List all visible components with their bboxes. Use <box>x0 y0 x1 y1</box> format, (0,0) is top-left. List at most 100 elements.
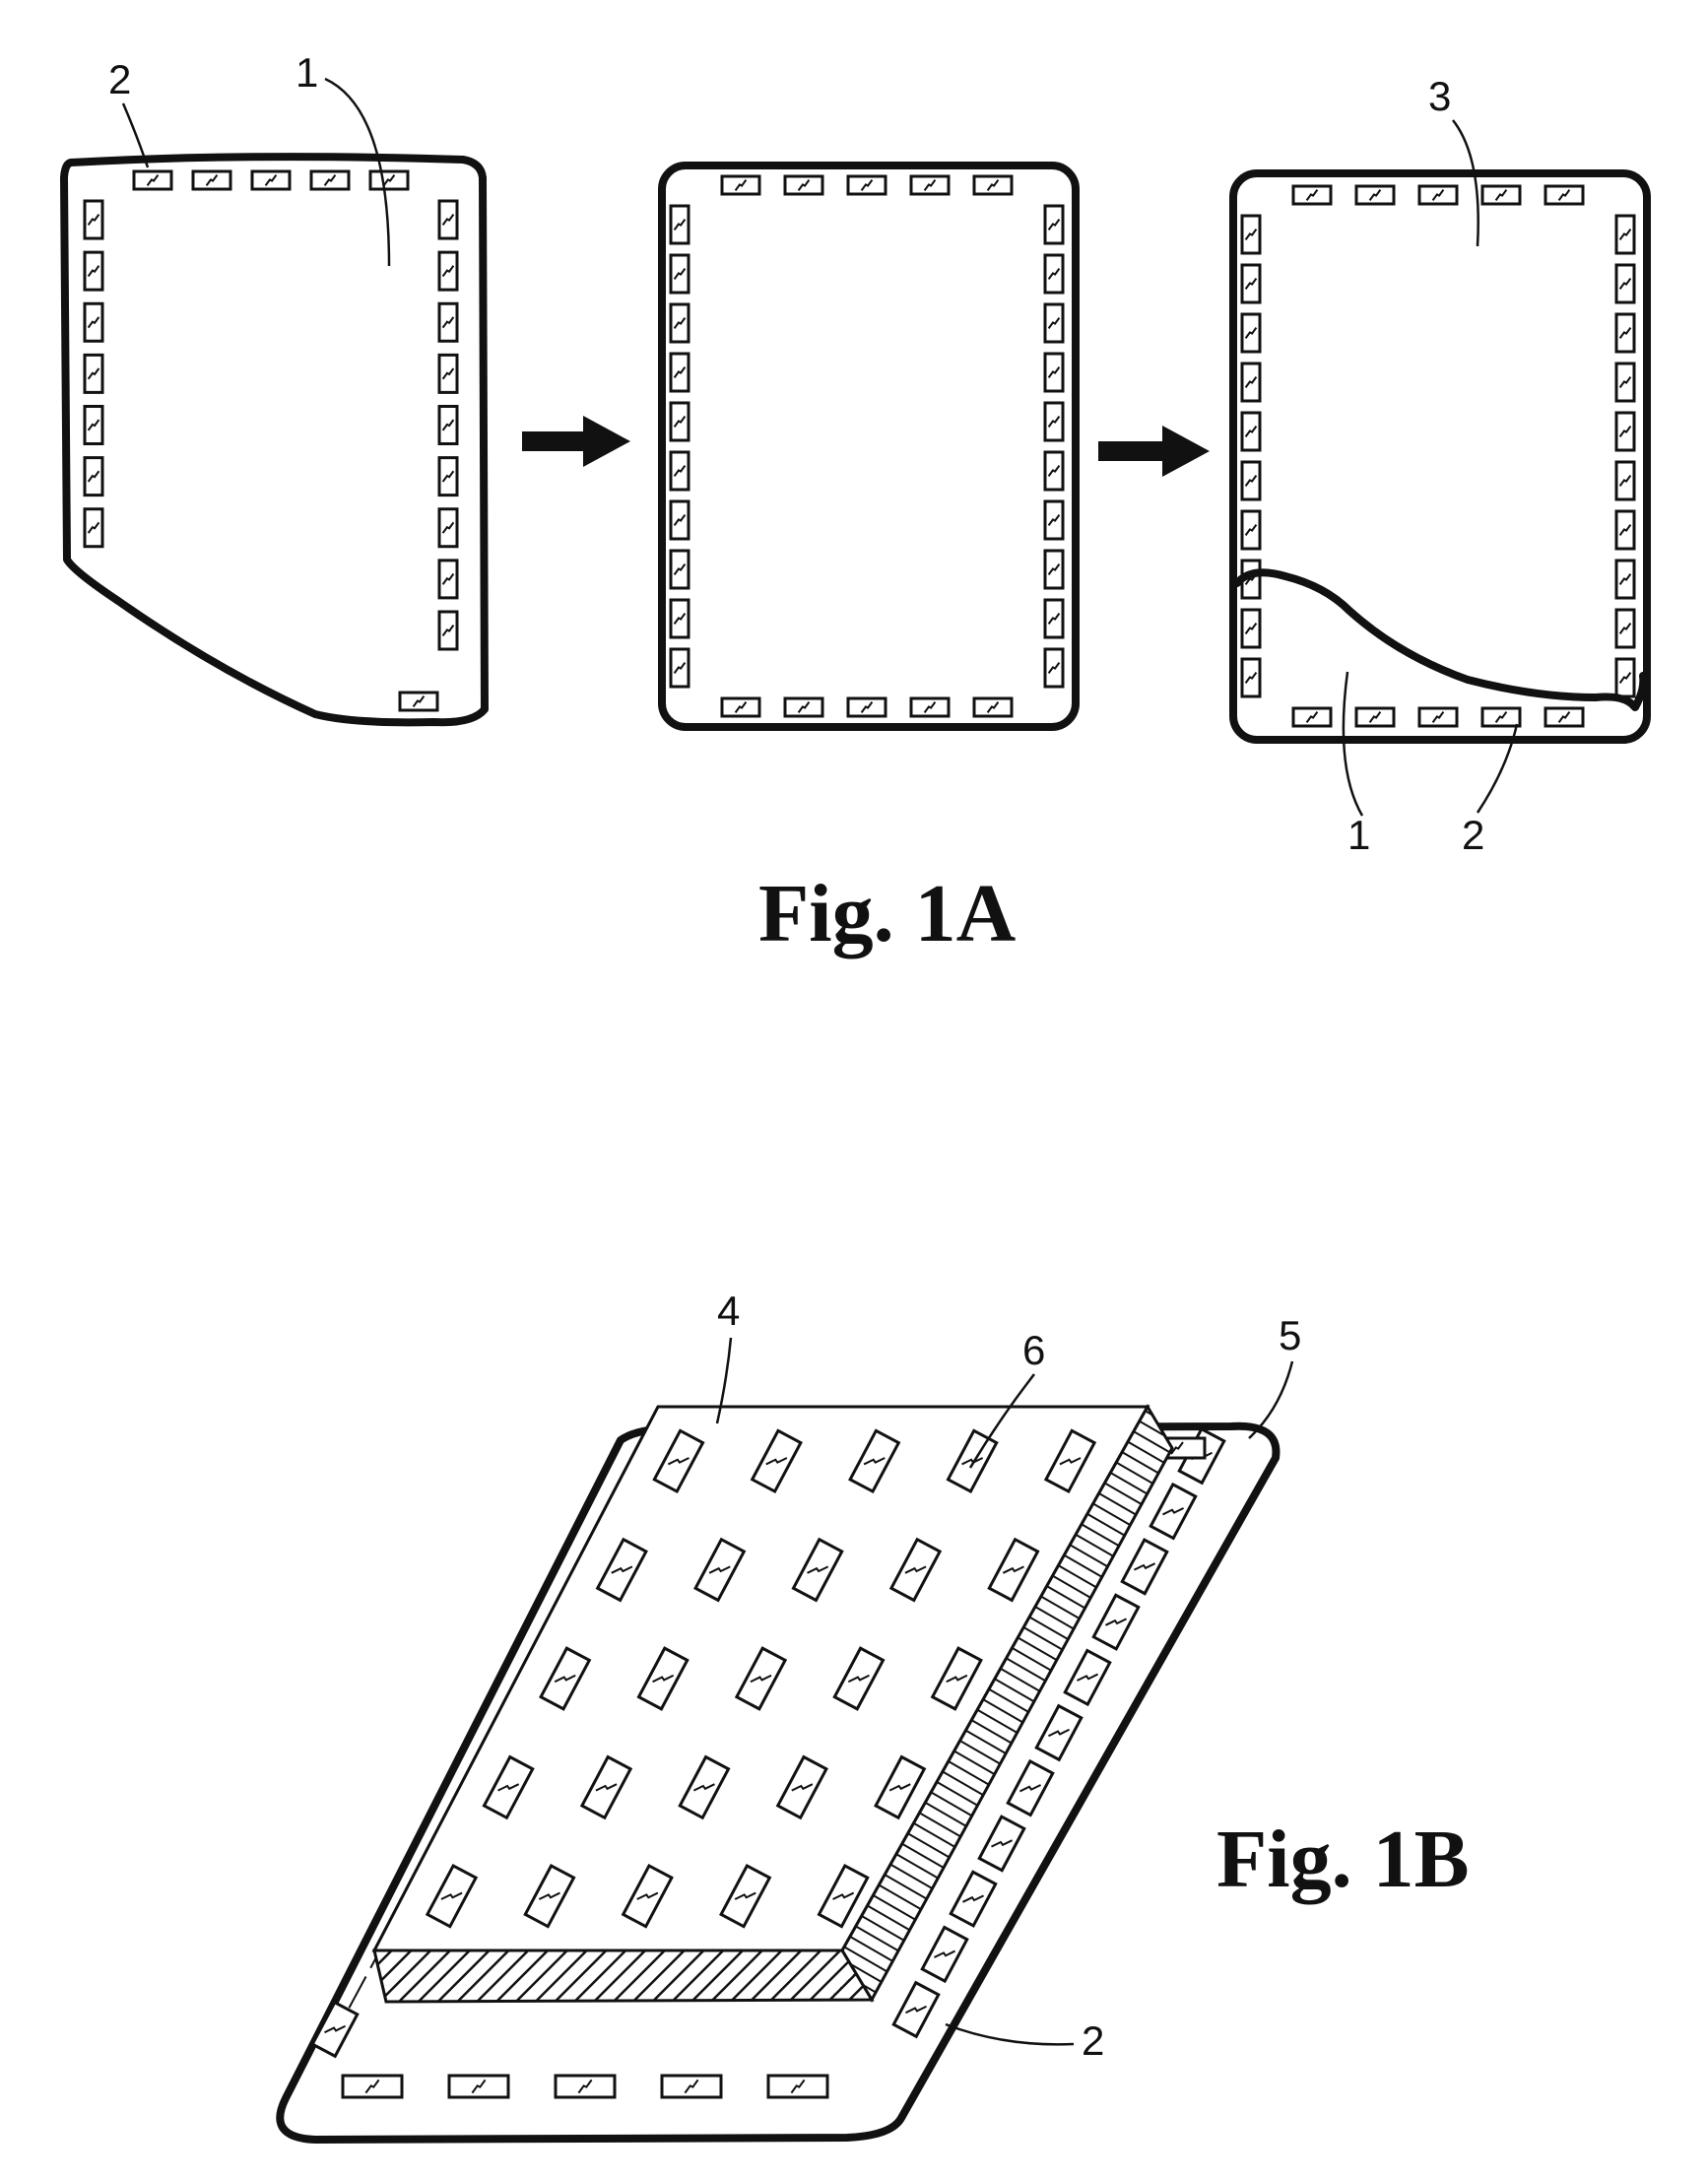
bonded-partial-edge <box>1237 572 1643 707</box>
chip-die-icon <box>974 176 1012 194</box>
chip-die-icon <box>1242 216 1260 253</box>
leader-bonded-3 <box>1453 120 1478 246</box>
chip-die-icon <box>671 304 689 342</box>
chip-die-icon <box>1242 363 1260 401</box>
chip-die-icon <box>85 509 102 547</box>
chip-die-icon <box>193 171 230 189</box>
chip-die-icon <box>439 612 457 649</box>
chip-die-icon <box>1036 1706 1081 1760</box>
chip-die-icon <box>785 176 822 194</box>
chip-die-icon <box>1242 462 1260 499</box>
chip-die-icon <box>1045 206 1063 243</box>
panel-1a-wafer-full <box>662 165 1076 727</box>
chip-die-icon <box>671 206 689 243</box>
chip-die-icon <box>1045 403 1063 440</box>
chip-die-icon <box>1045 600 1063 637</box>
chip-die-icon <box>85 201 102 238</box>
panel-3-chips <box>1242 186 1634 726</box>
chip-die-icon <box>1616 216 1634 253</box>
wafer-partial-outline <box>64 157 485 722</box>
chip-die-icon <box>671 403 689 440</box>
label-chip-1a-top: 2 <box>108 56 131 102</box>
chip-die-icon <box>1616 561 1634 598</box>
chip-die-icon <box>671 354 689 391</box>
chip-die-icon <box>439 252 457 290</box>
chip-die-icon <box>893 1983 938 2037</box>
chip-die-icon <box>671 600 689 637</box>
leader-base-chip-2 <box>946 2024 1074 2044</box>
chip-die-icon <box>370 171 408 189</box>
chip-die-icon <box>1045 501 1063 539</box>
chip-die-icon <box>312 2003 357 2057</box>
chip-die-icon <box>1242 413 1260 450</box>
chip-die-icon <box>911 176 949 194</box>
chip-die-icon <box>439 201 457 238</box>
chip-die-icon <box>911 698 949 716</box>
chip-die-icon <box>1482 186 1520 204</box>
chip-die-icon <box>556 2076 615 2097</box>
chip-die-icon <box>1616 413 1634 450</box>
bonded-wafer-outline <box>1233 173 1647 740</box>
chip-die-icon <box>979 1817 1023 1871</box>
chip-die-icon <box>671 551 689 588</box>
chip-die-icon <box>785 698 822 716</box>
panel-1a-bonded <box>1233 173 1647 740</box>
chip-die-icon <box>1356 186 1394 204</box>
chip-die-icon <box>1045 354 1063 391</box>
chip-die-icon <box>439 509 457 547</box>
chip-die-icon <box>85 252 102 290</box>
label-base-sheet-5: 5 <box>1279 1312 1301 1358</box>
chip-die-icon <box>848 176 886 194</box>
chip-die-icon <box>1293 708 1331 726</box>
chip-die-icon <box>1293 186 1331 204</box>
chip-die-icon <box>1545 708 1583 726</box>
chip-die-icon <box>343 2076 402 2097</box>
wafer-full-outline <box>662 165 1076 727</box>
chip-die-icon <box>1616 659 1634 696</box>
chip-die-icon <box>1065 1651 1109 1705</box>
panel-1a-wafer-partial <box>64 157 485 722</box>
chip-die-icon <box>951 1872 995 1926</box>
chip-die-icon <box>671 255 689 293</box>
arrow-right-1 <box>522 416 630 467</box>
chip-die-icon <box>1045 255 1063 293</box>
chip-die-icon <box>1045 304 1063 342</box>
chip-die-icon <box>85 407 102 444</box>
chip-die-icon <box>85 303 102 341</box>
chip-die-icon <box>439 561 457 598</box>
chip-die-icon <box>1616 363 1634 401</box>
label-block-4: 4 <box>717 1288 740 1334</box>
chip-die-icon <box>1150 1485 1195 1539</box>
chip-die-icon <box>974 698 1012 716</box>
chip-die-icon <box>311 171 349 189</box>
panel-1-chips <box>85 171 457 710</box>
chip-die-icon <box>671 649 689 687</box>
chip-die-icon <box>671 501 689 539</box>
chip-die-icon <box>439 303 457 341</box>
chip-die-icon <box>662 2076 721 2097</box>
chip-die-icon <box>722 176 759 194</box>
chip-die-icon <box>1616 511 1634 549</box>
chip-die-icon <box>85 458 102 495</box>
chip-die-icon <box>1242 659 1260 696</box>
chip-die-icon <box>671 452 689 490</box>
figure-1a: 2 1 3 1 2 Fig. 1A <box>64 49 1647 959</box>
label-wafer-1a-top: 1 <box>296 49 318 96</box>
chip-die-icon <box>1616 314 1634 352</box>
figure-1a-caption: Fig. 1A <box>758 868 1017 959</box>
chip-die-icon <box>1045 452 1063 490</box>
chip-die-icon <box>1419 186 1457 204</box>
chip-die-icon <box>1419 708 1457 726</box>
chip-die-icon <box>439 458 457 495</box>
label-block-chip-6: 6 <box>1022 1327 1045 1373</box>
chip-die-icon <box>1242 610 1260 647</box>
panel-2-chips <box>671 176 1063 716</box>
chip-die-icon <box>1008 1761 1052 1816</box>
chip-die-icon <box>439 355 457 392</box>
label-base-chip-2: 2 <box>1082 2017 1104 2064</box>
chip-die-icon <box>1482 708 1520 726</box>
chip-die-icon <box>1045 649 1063 687</box>
chip-die-icon <box>252 171 290 189</box>
figure-1b: 4 6 5 2 Fig. 1B <box>280 1288 1469 2140</box>
